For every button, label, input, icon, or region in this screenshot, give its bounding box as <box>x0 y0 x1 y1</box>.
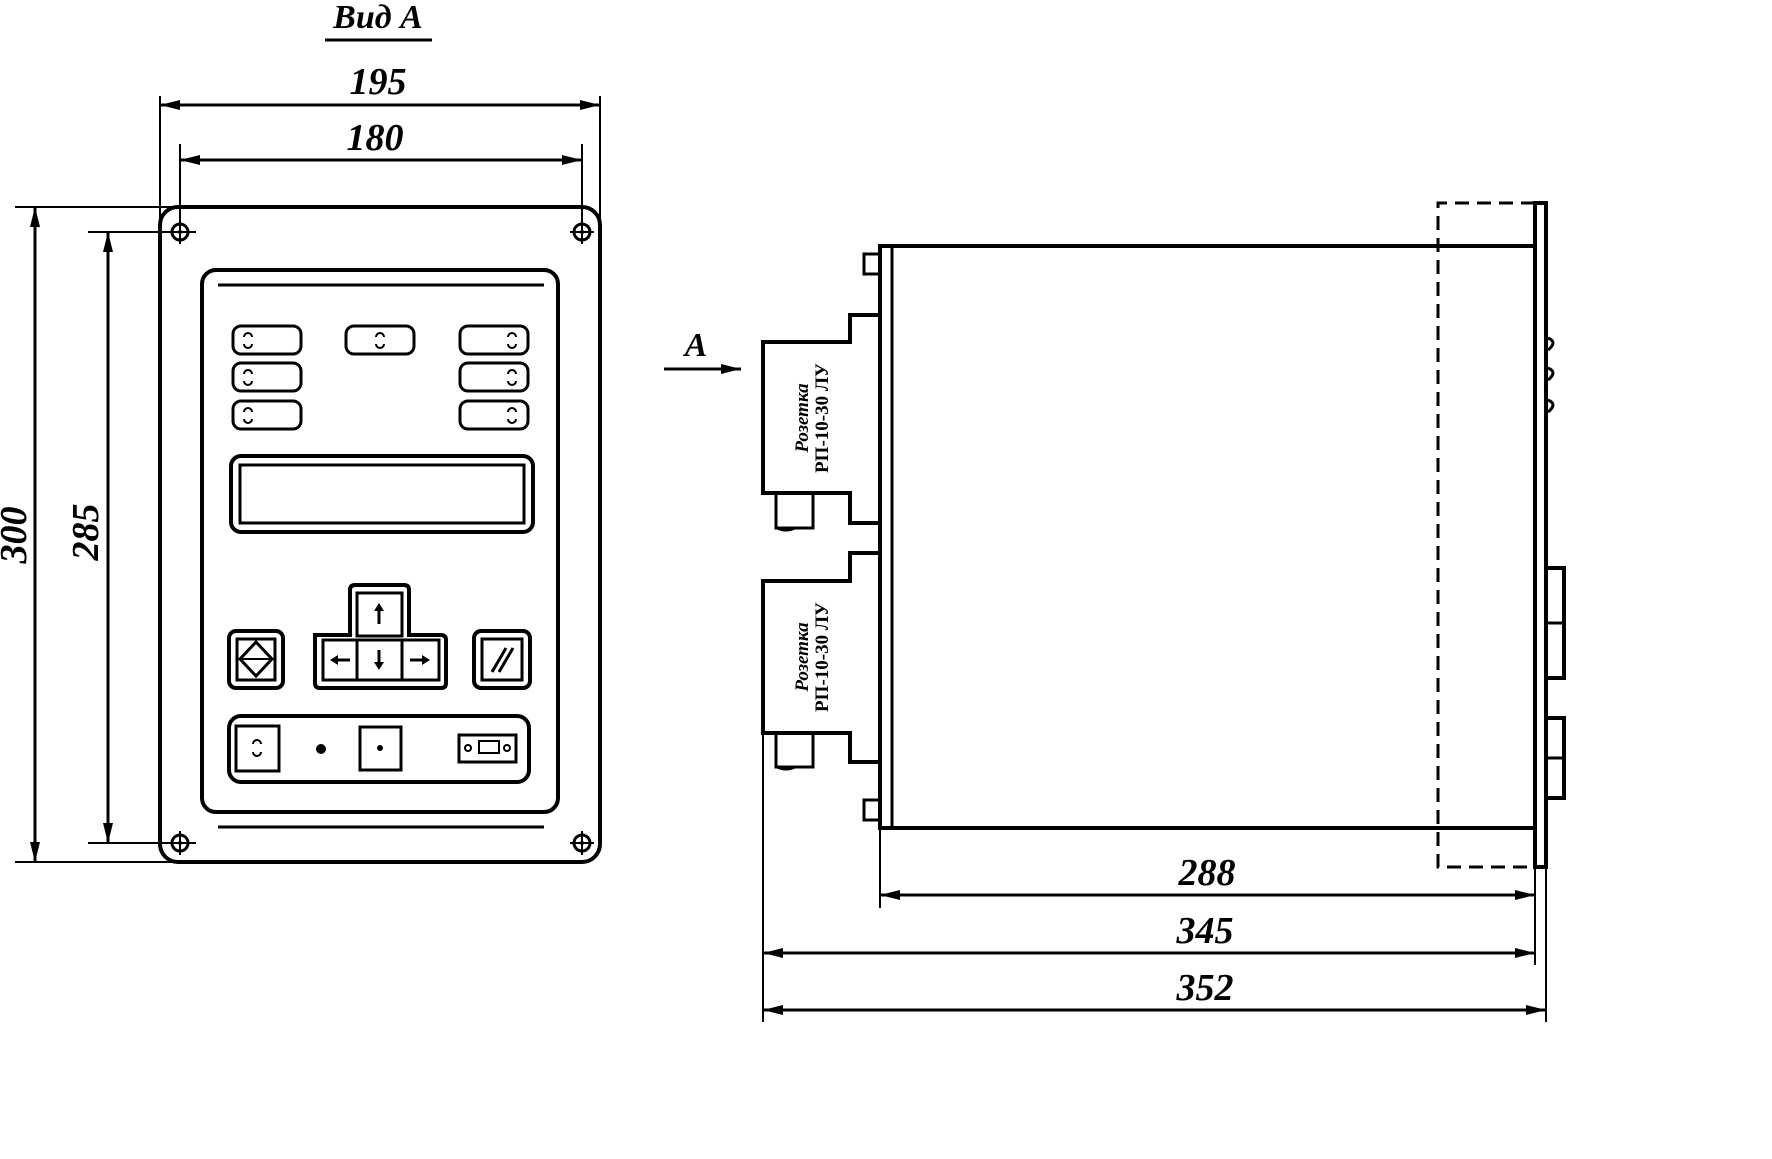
indicator-lamp-icon <box>231 361 303 393</box>
mounting-hole-icon <box>570 831 594 855</box>
display-window <box>229 454 535 534</box>
connector-2: Розетка РП-10-30 ЛУ <box>761 551 880 771</box>
connector-label-line1: Розетка <box>792 383 813 454</box>
dimension-label-180: 180 <box>347 117 404 159</box>
bottom-control-strip <box>227 714 531 784</box>
service-port-icon <box>457 733 518 764</box>
indicator-lamp-icon <box>231 324 303 356</box>
side-view: А Розетка РП-10-30 ЛУ <box>664 201 1566 1022</box>
view-arrow-label: А <box>683 327 708 364</box>
status-led-icon <box>316 744 326 754</box>
arrow-up-button[interactable] <box>358 594 401 635</box>
control-bezel <box>200 268 560 814</box>
rear-lug <box>862 252 882 276</box>
indicator-lamps <box>231 324 530 431</box>
connector-label-line2: РП-10-30 ЛУ <box>812 602 833 712</box>
view-title: Вид А <box>332 0 423 36</box>
dimension-label-195: 195 <box>350 61 407 103</box>
arrow-right-button[interactable] <box>403 641 438 679</box>
mounting-hole-icon <box>168 831 192 855</box>
front-panel <box>158 205 602 864</box>
dimension-label-352: 352 <box>1176 967 1234 1009</box>
arrow-left-button[interactable] <box>324 641 356 679</box>
connector-label-line1: Розетка <box>792 622 813 693</box>
dimension-label-288: 288 <box>1178 852 1236 894</box>
power-button[interactable] <box>234 724 281 773</box>
front-view: Вид А 195 180 300 285 <box>0 0 602 864</box>
arrow-down-button[interactable] <box>358 641 401 679</box>
indicator-lamp-icon <box>458 361 530 393</box>
reset-button[interactable] <box>472 629 532 690</box>
indicator-lamp-icon <box>458 399 530 431</box>
dimension-label-285: 285 <box>65 504 107 562</box>
panel-knob-icon <box>1547 336 1555 414</box>
panel-cutout-outline <box>1436 201 1535 869</box>
dimension-label-300: 300 <box>0 507 35 565</box>
indicator-lamp-icon <box>344 324 416 356</box>
test-button[interactable] <box>358 725 403 772</box>
arrow-keypad <box>313 583 448 690</box>
indicator-lamp-icon <box>231 399 303 431</box>
rear-lug <box>862 798 882 822</box>
connector-label-line2: РП-10-30 ЛУ <box>812 363 833 473</box>
front-panel-side <box>1533 201 1548 869</box>
indicator-lamp-icon <box>458 324 530 356</box>
connector-1: Розетка РП-10-30 ЛУ <box>761 313 880 532</box>
dimension-label-345: 345 <box>1176 910 1234 952</box>
enter-button[interactable] <box>227 629 285 690</box>
mounting-hole-icon <box>570 220 594 244</box>
mounting-hole-icon <box>168 220 192 244</box>
